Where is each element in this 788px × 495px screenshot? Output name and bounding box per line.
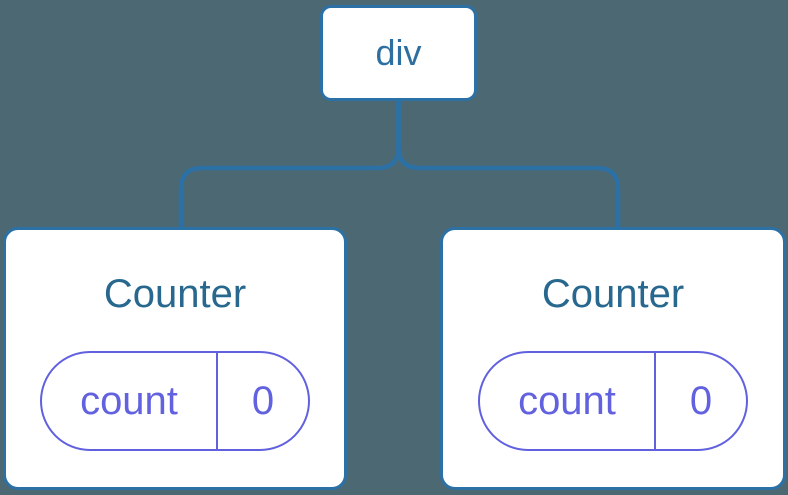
tree-node-counter-right: Counter count 0 bbox=[440, 227, 786, 490]
tree-node-counter-left: Counter count 0 bbox=[3, 227, 347, 490]
connector-right-branch bbox=[396, 96, 621, 232]
state-name-label: count bbox=[480, 353, 656, 449]
root-node-label: div bbox=[375, 32, 422, 73]
state-pill: count 0 bbox=[40, 351, 310, 451]
state-name-label: count bbox=[42, 353, 218, 449]
tree-node-div: div bbox=[320, 5, 477, 101]
connector-left-branch bbox=[178, 96, 401, 232]
state-value: 0 bbox=[251, 378, 275, 423]
component-title: Counter bbox=[541, 272, 685, 316]
state-value: 0 bbox=[689, 378, 713, 423]
state-pill: count 0 bbox=[478, 351, 748, 451]
component-title: Counter bbox=[103, 272, 247, 316]
